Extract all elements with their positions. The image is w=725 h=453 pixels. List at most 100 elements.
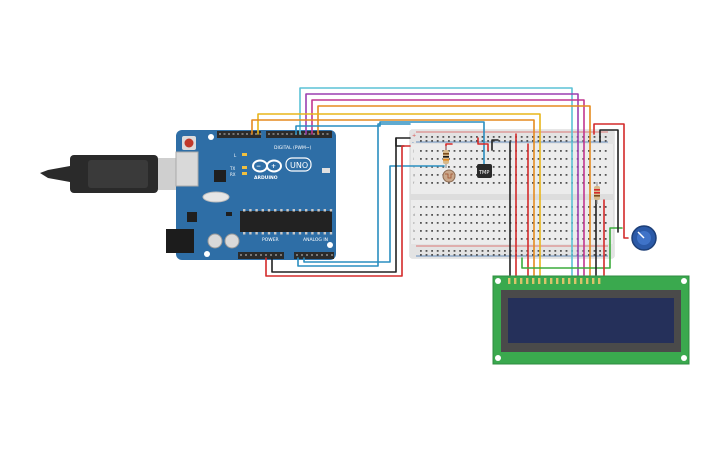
resistor-band [594,192,600,194]
lcd-pin [556,278,559,284]
breadboard-hole [537,206,540,208]
wire-orange-rs[interactable] [251,119,535,276]
breadboard-hole [532,182,534,184]
header-pin [331,254,333,256]
breadboard-hole [554,254,557,256]
breadboard-hole [470,250,473,252]
wire-blue-a0[interactable] [297,123,411,267]
lcd-16x2[interactable] [492,275,690,365]
wire-black-tmp[interactable] [491,139,499,151]
wire-black-pot[interactable] [599,129,619,233]
breadboard-hole [565,158,568,160]
header-pin [290,133,293,135]
breadboard-hole [476,174,478,176]
breadboard-hole [425,250,428,252]
breadboard-hole [487,230,489,232]
wire-cyan[interactable] [299,87,573,276]
lcd-pin [532,278,535,284]
breadboard-hole [487,250,489,252]
lcd-header-pins [508,278,601,284]
breadboard-hole [554,206,557,208]
breadboard-hole [425,174,428,176]
breadboard-hole [498,136,501,138]
wire-red-tmp[interactable] [477,137,489,151]
bottom-header-pins [240,254,333,256]
breadboard-hole [543,222,545,224]
breadboard-hole [459,222,461,224]
header-pin [321,254,323,256]
breadboard-hole [498,238,501,240]
wire-magenta[interactable] [311,99,585,276]
header-pin [219,133,221,135]
temperature-sensor[interactable]: TMP [477,164,492,178]
breadboard-hole [431,222,433,224]
breadboard-hole [554,250,557,252]
breadboard-hole [565,140,568,142]
breadboard-hole [425,238,428,240]
wire-black-gnd[interactable] [271,137,397,273]
usb-chip [214,170,226,182]
header-pin [265,254,267,256]
header-pin [250,254,252,256]
wire-red-5v[interactable] [265,145,411,277]
potentiometer[interactable] [631,225,657,251]
breadboard-hole [543,166,545,168]
wire-red-pot[interactable] [593,123,629,239]
chip-pin [274,209,277,212]
breadboard-hole [532,136,534,138]
header-pin [275,254,277,256]
wire-yellow[interactable] [257,113,541,276]
breadboard-hole [593,238,596,240]
header-pin [237,133,239,135]
breadboard-hole [588,140,590,142]
wire-green-pot[interactable] [521,227,623,269]
breadboard-hole [504,230,506,232]
breadboard-hole [498,182,501,184]
breadboard-hole [593,206,596,208]
photoresistor[interactable] [442,169,456,183]
breadboard-row-letter: b [413,229,416,233]
header-pin [326,133,329,135]
breadboard-hole [442,136,445,138]
mount-hole [681,355,687,361]
breadboard-hole [526,140,529,142]
breadboard-hole [604,174,607,176]
lcd-pin [562,278,565,284]
chip-pin [274,232,277,235]
breadboard-hole [560,166,562,168]
header-pin [313,133,315,135]
breadboard-hole [520,238,523,240]
power-jack [166,229,194,253]
breadboard-hole [436,222,439,224]
usb-cable[interactable] [40,155,199,193]
breadboard-hole [492,238,495,240]
breadboard-hole [520,230,523,232]
resistor-1[interactable] [443,146,449,168]
wire-black-rail[interactable] [395,137,411,147]
breadboard-hole [470,206,473,208]
breadboard-row-letter: a [413,237,415,241]
breadboard-hole [453,214,456,216]
breadboard-hole [431,158,433,160]
header-pin [223,133,226,135]
arduino-uno-board[interactable]: DIGITAL (PWM~) L TX RX − + ARDUINO UNO [166,130,336,260]
wire-blue-a1[interactable] [303,165,445,263]
breadboard-hole [487,182,489,184]
breadboard-hole [532,158,534,160]
breadboard-hole [588,174,590,176]
breadboard-hole [431,206,433,208]
photoresistor-body [442,169,456,183]
breadboard-hole [431,174,433,176]
chip-pin [249,232,252,235]
breadboard-hole [442,230,445,232]
header-pin [308,133,311,135]
resistor-2[interactable] [594,182,600,204]
breadboard-hole [599,254,601,256]
lcd-pin [526,278,529,284]
reset-button[interactable] [184,138,194,148]
breadboard-hole [543,140,545,142]
lcd-pin [520,278,523,284]
breadboard-hole [459,214,461,216]
breadboard-hole [487,238,489,240]
